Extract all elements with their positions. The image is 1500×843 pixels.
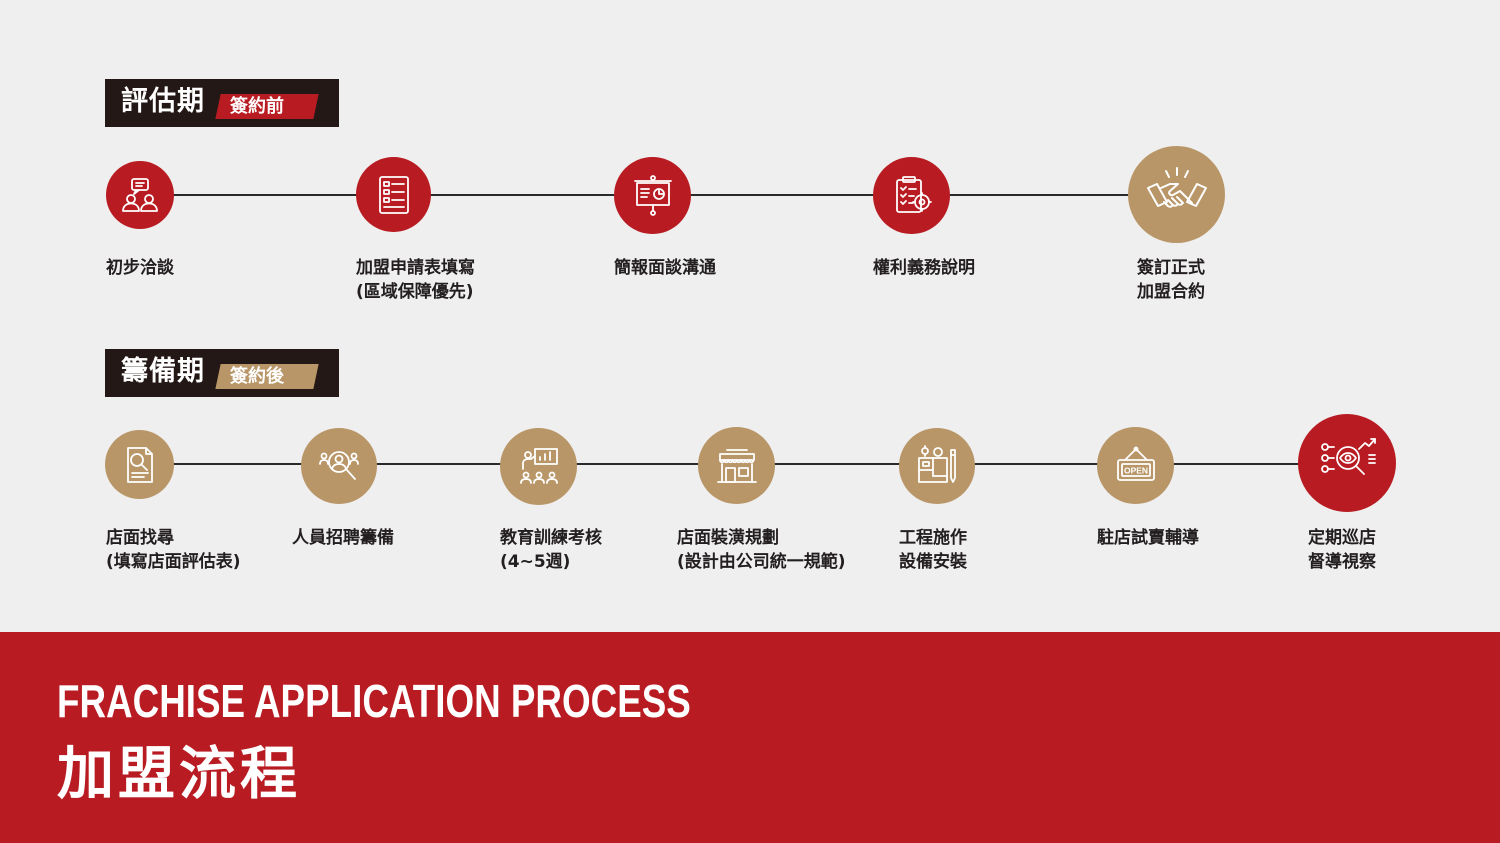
step-label-line: (設計由公司統一規範) [677, 552, 846, 572]
step-label-initial-talk: 初步洽談 [106, 256, 174, 280]
step-label-store-search: 店面找尋 (填寫店面評估表) [106, 526, 241, 574]
step-label-line: 加盟申請表填寫 [356, 258, 475, 278]
training-class-icon [519, 447, 558, 484]
step-label-regular-inspection: 定期巡店 督導視察 [1308, 526, 1376, 574]
step-label-construction-installation: 工程施作 設備安裝 [899, 526, 967, 574]
evaluation-phase-header: 評估期 簽約前 [105, 79, 339, 127]
step-label-trial-sale-guidance: 駐店試賣輔導 [1097, 526, 1199, 550]
step-label-store-renovation: 店面裝潢規劃 (設計由公司統一規範) [677, 526, 846, 574]
evaluation-phase-title: 評估期 [121, 86, 205, 117]
step-label-line: 店面裝潢規劃 [677, 528, 779, 548]
step-label-line: 設備安裝 [899, 552, 967, 572]
handshake-icon [1146, 166, 1207, 208]
step-label-line: 加盟合約 [1137, 282, 1205, 302]
step-label-line: 簽訂正式 [1137, 258, 1205, 278]
storefront-icon [716, 448, 757, 483]
step-label-rights-obligations: 權利義務說明 [873, 256, 975, 280]
title-banner [0, 632, 1500, 843]
step-store-search [105, 430, 174, 499]
document-search-icon [126, 446, 153, 483]
evaluation-phase-tag: 簽約前 [215, 94, 319, 119]
step-label-line: 人員招聘籌備 [292, 528, 394, 548]
step-label-line: (區域保障優先) [356, 282, 474, 302]
step-label-line: (4~5週) [500, 552, 571, 572]
preparation-phase-title: 籌備期 [121, 356, 205, 387]
step-label-line: 定期巡店 [1308, 528, 1376, 548]
preparation-phase-header: 籌備期 簽約後 [105, 349, 339, 397]
step-label-line: 簡報面談溝通 [614, 258, 716, 278]
step-label-line: 初步洽談 [106, 258, 174, 278]
step-trial-sale-guidance: OPEN [1097, 427, 1174, 504]
step-sign-contract [1128, 146, 1225, 243]
step-label-line: (填寫店面評估表) [106, 552, 241, 572]
step-label-line: 督導視察 [1308, 552, 1376, 572]
preparation-phase-tag-label: 簽約後 [230, 366, 284, 387]
blueprint-tools-icon [918, 445, 956, 483]
step-application-form [356, 157, 431, 232]
step-label-training-assessment: 教育訓練考核 (4~5週) [500, 526, 602, 574]
evaluation-phase-tag-label: 簽約前 [230, 96, 284, 117]
step-label-line: 工程施作 [899, 528, 967, 548]
step-label-line: 駐店試賣輔導 [1097, 528, 1199, 548]
open-sign-text: OPEN [1123, 465, 1147, 475]
step-label-sign-contract: 簽訂正式 加盟合約 [1137, 256, 1205, 304]
banner-chinese-title: 加盟流程 [57, 741, 301, 807]
step-training-assessment [500, 428, 577, 505]
inspection-eye-icon [1321, 438, 1376, 475]
presentation-board-icon [633, 174, 672, 216]
step-label-line: 教育訓練考核 [500, 528, 602, 548]
step-label-line: 權利義務說明 [873, 258, 975, 278]
step-briefing-interview [614, 157, 691, 234]
conversation-icon [122, 178, 158, 212]
open-sign-icon: OPEN [1116, 446, 1155, 481]
step-label-briefing-interview: 簡報面談溝通 [614, 256, 716, 280]
checklist-clipboard-icon [895, 175, 932, 213]
step-initial-talk [106, 161, 174, 229]
step-staff-recruitment [301, 428, 377, 504]
step-label-application-form: 加盟申請表填寫 (區域保障優先) [356, 256, 475, 304]
banner-english-title: FRACHISE APPLICATION PROCESS [57, 675, 691, 727]
step-label-line: 店面找尋 [106, 528, 174, 548]
people-search-icon [319, 451, 359, 480]
step-label-staff-recruitment: 人員招聘籌備 [292, 526, 394, 550]
step-store-renovation [698, 427, 775, 504]
step-construction-installation [899, 428, 975, 504]
step-rights-obligations [873, 157, 950, 234]
application-form-icon [378, 175, 409, 214]
preparation-phase-tag: 簽約後 [215, 364, 319, 389]
step-regular-inspection [1298, 414, 1396, 512]
